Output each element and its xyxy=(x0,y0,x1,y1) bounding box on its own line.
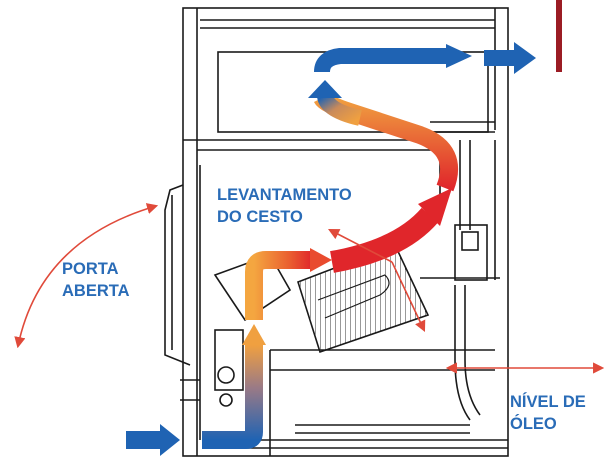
lift-arrow-icon xyxy=(328,228,426,333)
airflow-lower-duct xyxy=(202,345,263,449)
door-open-label-line-1: PORTA xyxy=(62,260,119,278)
fryer-cabinet-outline xyxy=(164,7,509,457)
airflow-inlet-arrow-icon xyxy=(126,424,180,456)
oil-level-label: NÍVEL DE ÓLEO xyxy=(510,391,586,435)
basket-lift-label: LEVANTAMENTO DO CESTO xyxy=(217,184,352,228)
airflow-exhaust-arrow-icon xyxy=(446,44,472,68)
oil-level-label-line-2: ÓLEO xyxy=(510,415,557,433)
door-open-label: PORTA ABERTA xyxy=(62,258,130,302)
basket-lift-label-line-1: LEVANTAMENTO xyxy=(217,186,352,204)
basket-lift-label-line-2: DO CESTO xyxy=(217,208,303,226)
door-swing-arrow-icon xyxy=(14,203,159,349)
airflow-path xyxy=(126,42,536,456)
airflow-up-arrow-icon xyxy=(308,80,342,98)
airflow-basket-duct xyxy=(245,251,312,320)
airflow-right-arrow-icon xyxy=(310,248,332,272)
oil-level-label-line-1: NÍVEL DE xyxy=(510,393,586,411)
airflow-hot-arrow-icon xyxy=(418,188,452,226)
airflow-top-arc xyxy=(314,48,448,73)
airflow-hot-curve xyxy=(330,207,439,273)
airflow-outlet-arrow-icon xyxy=(484,42,536,74)
airflow-rise-arrow-icon xyxy=(242,324,266,345)
door-open-label-line-2: ABERTA xyxy=(62,282,130,300)
brand-bar xyxy=(556,0,562,72)
